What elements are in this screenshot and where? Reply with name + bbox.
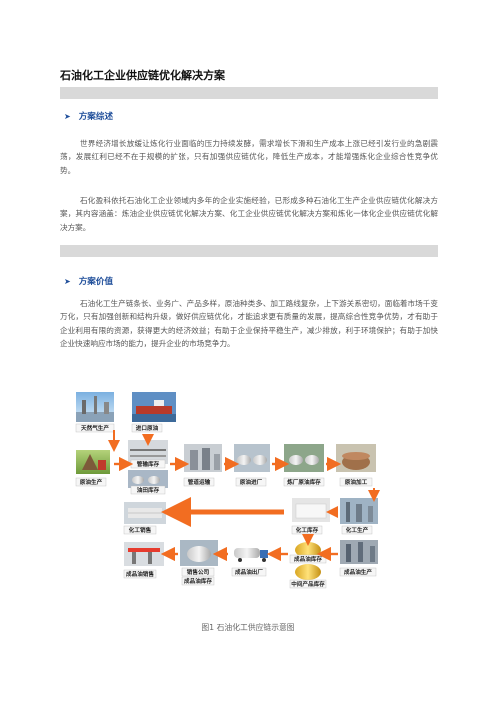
section-bar-overview (60, 87, 438, 99)
chemical-sales-photo (124, 502, 166, 524)
label-intermediate-storage: 中间产品库存 (291, 580, 325, 588)
pipeline-transport-photo (184, 444, 222, 472)
label-crude-terminal: 原油进厂 (240, 478, 263, 486)
finished-storage-photo (295, 542, 321, 580)
section-bar-value (60, 245, 438, 257)
label-sales-company-storage: 成品油库存 (184, 577, 212, 585)
arrow-icon: ➤ (64, 112, 71, 121)
crude-processing-photo (336, 444, 376, 472)
label-crude-production: 原油生产 (80, 478, 103, 486)
label-chemical-production: 化工生产 (346, 526, 369, 534)
retail-sales-photo (124, 542, 164, 566)
label-plant-crude-storage: 炼厂原油库存 (287, 478, 321, 486)
label-finished-storage: 成品油库存 (294, 555, 322, 563)
plant-crude-storage-photo (284, 444, 324, 472)
label-sales-company: 销售公司 (187, 568, 210, 576)
crude-production-photo (76, 450, 110, 474)
paragraph: 世界经济增长放缓让炼化行业面临的压力持续发酵，需求增长下滑和生产成本上涨已经引发… (60, 139, 438, 175)
sales-company-photo (180, 540, 218, 566)
label-chemical-storage: 化工库存 (296, 526, 319, 534)
chemical-storage-photo (292, 498, 330, 522)
label-chemical-sales: 化工销售 (129, 526, 152, 534)
natural-gas-photo (76, 392, 114, 422)
crude-terminal-photo (234, 444, 270, 472)
supply-chain-diagram: 天然气生产 进口原油 原油生产 管输库存 油田库存 管道运输 原油进厂 炼厂原油… (75, 392, 380, 589)
section-heading-value: ➤方案价值 (64, 277, 114, 287)
label-pipeline-storage: 管输库存 (137, 460, 160, 468)
label-oilfield-storage: 油田库存 (137, 486, 160, 494)
arrow-icon: ➤ (64, 277, 71, 286)
label-natural-gas: 天然气生产 (81, 424, 109, 432)
figure-caption: 图1 石油化工供应链示意图 (201, 623, 295, 632)
import-crude-photo (132, 392, 176, 422)
label-finished-shipping: 成品油出厂 (235, 568, 263, 576)
chemical-production-photo (340, 498, 378, 524)
oilfield-storage-photo (128, 470, 168, 488)
section-heading-overview: ➤方案综述 (64, 112, 114, 122)
paragraph: 石油化工生产链条长、业务广、产品多样，原油种类多、加工路线复杂，上下游关系密切，… (60, 299, 438, 349)
label-import-crude: 进口原油 (136, 424, 159, 432)
finished-production-photo (340, 540, 378, 564)
paragraph: 石化盈科依托石油化工企业领域内多年的企业实施经验，已形成多种石油化工生产企业供应… (60, 196, 438, 232)
label-finished-production: 成品油生产 (344, 568, 372, 576)
label-retail-sales: 成品油销售 (126, 570, 154, 578)
finished-shipping-photo (230, 544, 270, 564)
label-pipeline-transport: 管道运输 (188, 478, 211, 486)
page-title: 石油化工企业供应链优化解决方案 (60, 69, 225, 82)
label-crude-processing: 原油加工 (345, 478, 368, 486)
